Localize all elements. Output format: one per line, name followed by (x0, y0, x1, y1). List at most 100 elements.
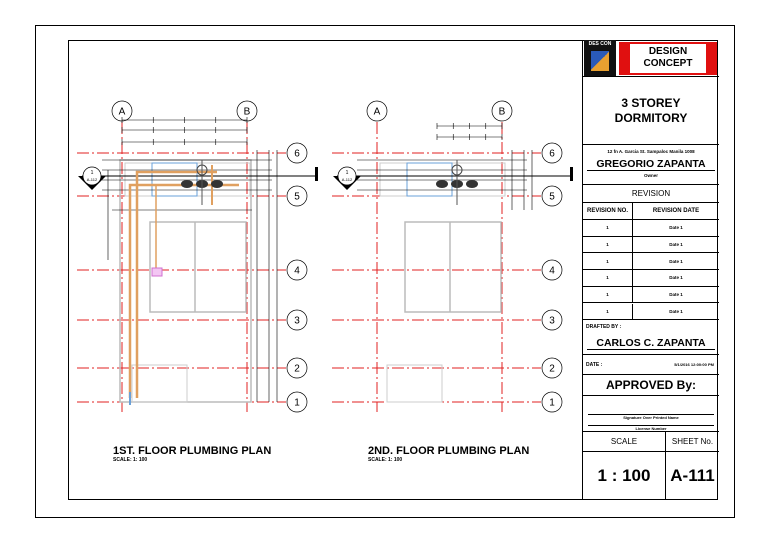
section-marker-bubble (337, 166, 357, 186)
scale-label: SCALE (583, 432, 666, 452)
water-closet-icon (211, 180, 223, 188)
revision-date-header: REVISION DATE (633, 203, 719, 220)
brand-badge: DESIGN CONCEPT (619, 41, 717, 75)
grid-label-row: 3 (549, 316, 555, 327)
grid-bubble-row (286, 259, 308, 281)
section-marker-number: 1 (346, 170, 349, 176)
water-line (406, 162, 453, 197)
revision-date-cell: Date 1 (633, 304, 719, 321)
drafted-by-row: CARLOS C. ZAPANTA (583, 332, 719, 354)
section-marker-number: 1 (91, 170, 94, 176)
water-closet-icon (466, 180, 478, 188)
revision-date-cell: Date 1 (633, 253, 719, 271)
section-marker-sheet: A-112 (87, 177, 98, 182)
revision-no-cell: 1 (583, 236, 633, 254)
project-title: 3 STOREY DORMITORY (583, 77, 719, 145)
brand-line-2: CONCEPT (643, 58, 693, 69)
signature-row: Signature Over Printed Name (583, 395, 719, 421)
plan-1-title-block: 1ST. FLOOR PLUMBING PLAN SCALE: 1: 100 (113, 445, 271, 463)
grid-label-row: 1 (549, 398, 555, 409)
revision-no-cell: 1 (583, 286, 633, 304)
revision-label: REVISION (583, 185, 719, 203)
title-block: DES CON DESIGN CONCEPT 3 STOREY DORMITOR… (582, 40, 719, 500)
sewer-pipe (128, 183, 239, 398)
plan-1-scale: SCALE: 1: 100 (113, 457, 148, 463)
grid-label-column: A (119, 107, 126, 118)
owner-name: GREGORIO ZAPANTA (587, 158, 715, 171)
grid-label-row: 4 (294, 266, 300, 277)
water-line (151, 162, 198, 197)
approved-by-label: APPROVED By: (605, 378, 697, 392)
grid-label-row: 1 (294, 398, 300, 409)
plan-2-title-block: 2ND. FLOOR PLUMBING PLAN SCALE: 1: 100 (368, 445, 529, 463)
plan-2-title: 2ND. FLOOR PLUMBING PLAN (368, 445, 530, 457)
grid-label-row: 2 (549, 364, 555, 375)
grid-label-column: B (499, 107, 506, 118)
sheet-outer-border (35, 25, 735, 518)
water-closet-icon (181, 180, 193, 188)
drain-pipe (135, 170, 217, 398)
section-marker-bubble (82, 166, 102, 186)
toilet-room-outline (124, 162, 251, 197)
revision-no-cell: 1 (583, 303, 633, 321)
grid-label-row: 4 (549, 266, 555, 277)
section-cut-end (570, 167, 573, 181)
floor-drain-fixture (151, 267, 163, 277)
grid-bubble-row (286, 185, 308, 207)
grid-bubble-column (491, 100, 513, 122)
revision-no-cell: 1 (583, 253, 633, 271)
signature-label: Signature Over Printed Name (588, 414, 714, 421)
room-outline (131, 364, 188, 403)
grid-label-row: 3 (294, 316, 300, 327)
grid-bubble-row (541, 357, 563, 379)
logo-mark-icon (591, 51, 609, 71)
plan-2-scale: SCALE: 1: 100 (368, 457, 403, 463)
grid-label-row: 6 (549, 149, 555, 160)
grid-bubble-row (541, 259, 563, 281)
grid-bubble-row (541, 391, 563, 413)
date-label: DATE : (586, 361, 603, 368)
grid-label-column: A (374, 107, 381, 118)
brand-row: DES CON DESIGN CONCEPT (583, 40, 719, 77)
project-line-1: 3 STOREY (621, 95, 681, 110)
sheet-label: SHEET No. (666, 432, 719, 452)
project-line-2: DORMITORY (614, 110, 688, 125)
grid-bubble-column (366, 100, 388, 122)
room-outline (386, 364, 443, 403)
owner-section: 12 fn A. Garcia St. Sampaloc Manila 1008… (583, 145, 719, 185)
grid-label-row: 5 (294, 192, 300, 203)
project-address: 12 fn A. Garcia St. Sampaloc Manila 1008 (607, 149, 695, 154)
room-outline (149, 221, 247, 313)
grid-label-row: 5 (549, 192, 555, 203)
revision-date-cell: Date 1 (633, 270, 719, 287)
drafted-by-name: CARLOS C. ZAPANTA (587, 337, 715, 350)
revision-no-cell: 1 (583, 270, 633, 287)
section-marker-sheet: A-112 (342, 177, 353, 182)
room-outline (404, 221, 502, 313)
grid-bubble-row (286, 142, 308, 164)
license-label: License Number (588, 425, 714, 431)
water-closet-icon (436, 180, 448, 188)
revision-no-cell: 1 (583, 220, 633, 237)
drafted-by-label: DRAFTED BY : (586, 324, 622, 330)
date-row: DATE : 5/1/2016 12:00:00 PM (583, 354, 719, 375)
grid-label-row: 2 (294, 364, 300, 375)
grid-bubble-row (286, 309, 308, 331)
scale-value: 1 : 100 (583, 452, 666, 500)
logo-text: DES CON (588, 41, 612, 47)
grid-bubble-row (541, 185, 563, 207)
revision-date-cell: Date 1 (633, 220, 719, 237)
license-row: License Number (583, 421, 719, 432)
sheet-number: A-111 (670, 466, 715, 485)
revision-date-cell: Date 1 (633, 287, 719, 304)
owner-label: Owner (643, 173, 658, 178)
logo: DES CON (584, 40, 616, 76)
revision-date-cell: Date 1 (633, 237, 719, 254)
grid-bubble-row (286, 357, 308, 379)
grid-label-row: 6 (294, 149, 300, 160)
plan-1-title: 1ST. FLOOR PLUMBING PLAN (113, 445, 272, 457)
grid-bubble-row (541, 142, 563, 164)
